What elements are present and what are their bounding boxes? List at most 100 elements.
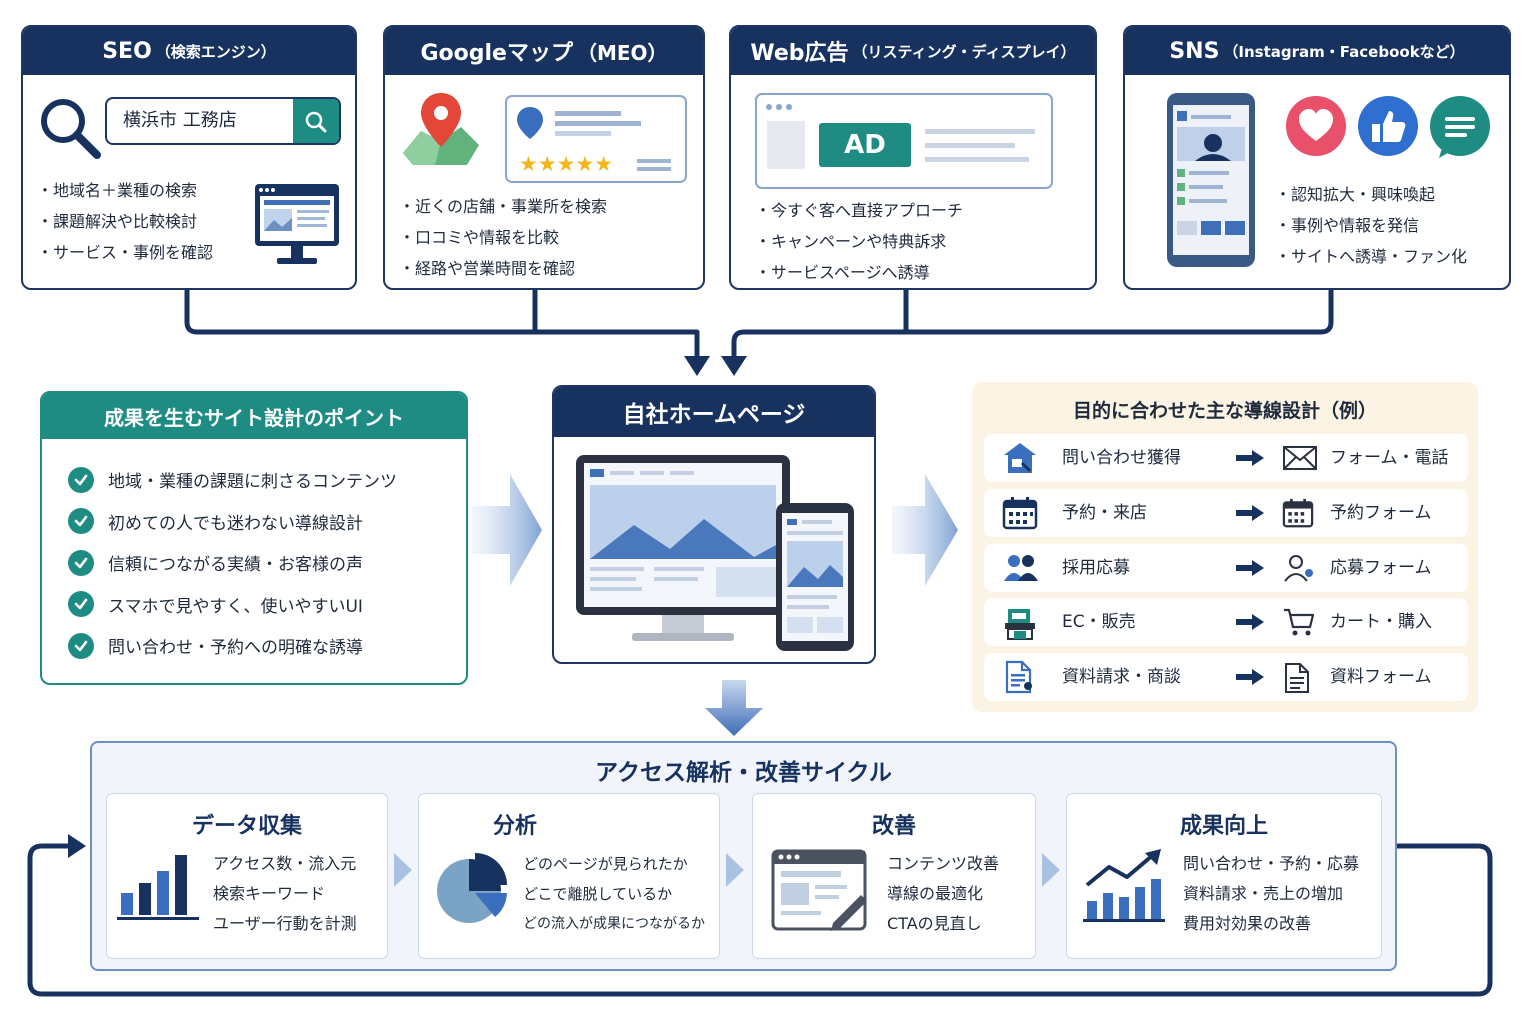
channel-ads-bullets: 今すぐ客へ直接アプローチ キャンペーンや特典訴求 サービスページへ誘導	[755, 195, 963, 288]
flow-goal: 予約・来店	[1062, 503, 1147, 523]
search-icon	[305, 111, 327, 133]
business-listing-card: ★★★★★	[505, 95, 687, 183]
channel-seo-header: SEO（検索エンジン）	[23, 27, 355, 75]
arrow-right-icon	[1236, 614, 1264, 630]
house-icon	[1004, 443, 1036, 473]
cycle-step-title: データ収集	[191, 814, 302, 839]
channel-sns-subtitle: （Instagram・Facebookなど）	[1223, 42, 1465, 61]
improvement-cycle-panel: アクセス解析・改善サイクル データ収集 アクセス数・流入元 検索キーワード ユー…	[90, 741, 1397, 971]
bullet: サービスページへ誘導	[755, 257, 963, 288]
cycle-line: どこで離脱しているか	[523, 885, 673, 903]
bullet: 事例や情報を発信	[1275, 210, 1467, 241]
people-icon	[1004, 555, 1038, 581]
flow-goal: EC・販売	[1062, 612, 1136, 632]
search-box[interactable]: 横浜市 工務店	[105, 97, 341, 145]
document-icon	[1005, 660, 1032, 694]
arrow-right-icon	[1236, 560, 1264, 576]
design-point-item: 地域・業種の課題に刺さるコンテンツ	[68, 459, 466, 501]
cycle-line: アクセス数・流入元	[213, 854, 357, 873]
bullet: 課題解決や比較検討	[37, 206, 213, 237]
design-point-text: 問い合わせ・予約への明確な誘導	[108, 638, 363, 659]
chevron-right-icon	[394, 853, 412, 887]
flow-target: 予約フォーム	[1330, 503, 1432, 523]
cycle-step-lines: 問い合わせ・予約・応募 資料請求・売上の増加 費用対効果の改善	[1183, 849, 1359, 939]
cycle-step-results: 成果向上 問い合わせ・予約・応募 資料請求・売上の増加 費用対効果の改善	[1066, 793, 1382, 959]
cycle-line: どのページが見られたか	[523, 855, 688, 873]
arrow-right-icon	[1236, 505, 1264, 521]
map-pin-icon	[403, 93, 479, 165]
design-point-item: 初めての人でも迷わない導線設計	[68, 501, 466, 543]
flow-row: 予約・来店 予約フォーム	[984, 489, 1468, 537]
design-point-item: 問い合わせ・予約への明確な誘導	[68, 625, 466, 667]
channel-sns-title: SNS	[1169, 38, 1220, 64]
thumbs-up-icon	[1358, 96, 1418, 156]
bullet: サービス・事例を確認	[37, 237, 213, 268]
cycle-line: 資料請求・売上の増加	[1183, 884, 1344, 903]
flow-design-panel: 目的に合わせた主な導線設計（例） 問い合わせ獲得 フォーム・電話 予約・来店 予…	[972, 382, 1478, 712]
ad-label: AD	[844, 130, 886, 160]
cycle-step-title: 改善	[871, 814, 916, 839]
monitor-icon	[255, 184, 339, 264]
arrow-right-icon	[1236, 450, 1264, 466]
channel-maps-header: Googleマップ（MEO）	[385, 27, 703, 75]
flow-row: 採用応募 応募フォーム	[984, 544, 1468, 592]
search-button[interactable]	[293, 99, 339, 143]
chat-bubble-icon	[1430, 96, 1490, 158]
channel-sns-bullets: 認知拡大・興味喚起 事例や情報を発信 サイトへ誘導・ファン化	[1275, 179, 1467, 272]
flow-row: 問い合わせ獲得 フォーム・電話	[984, 434, 1468, 482]
cycle-step-lines: コンテンツ改善 導線の最適化 CTAの見直し	[887, 849, 999, 939]
channel-maps-bullets: 近くの店舗・事業所を検索 口コミや情報を比較 経路や営業時間を確認	[399, 191, 607, 284]
pie-chart-icon	[437, 853, 507, 923]
smartphone-icon	[1167, 93, 1255, 267]
channel-ads-header: Web広告（リスティング・ディスプレイ）	[731, 27, 1095, 75]
check-icon	[68, 508, 94, 535]
flow-row: 資料請求・商談 資料フォーム	[984, 653, 1468, 701]
arrow-right-icon	[1236, 669, 1264, 685]
bullet: 今すぐ客へ直接アプローチ	[755, 195, 963, 226]
bullet: 認知拡大・興味喚起	[1275, 179, 1467, 210]
heart-icon	[1286, 96, 1346, 156]
bullet: 地域名＋業種の検索	[37, 175, 213, 206]
homepage-panel: 自社ホームページ	[552, 385, 876, 664]
design-point-item: スマホで見やすく、使いやすいUI	[68, 584, 466, 626]
channel-seo-title: SEO	[102, 38, 152, 64]
search-query: 横浜市 工務店	[123, 110, 237, 131]
design-point-item: 信頼につながる実績・お客様の声	[68, 542, 466, 584]
channel-maps-title: Googleマップ	[420, 41, 573, 66]
check-icon	[68, 549, 94, 576]
devices-illustration	[576, 455, 854, 651]
check-icon	[68, 632, 94, 659]
cycle-title: アクセス解析・改善サイクル	[595, 760, 892, 786]
cycle-line: 導線の最適化	[887, 884, 984, 903]
design-point-text: 信頼につながる実績・お客様の声	[108, 555, 363, 576]
bullet: 近くの店舗・事業所を検索	[399, 191, 607, 222]
flow-target: カート・購入	[1330, 612, 1432, 632]
flow-target: フォーム・電話	[1330, 448, 1449, 468]
design-point-text: スマホで見やすく、使いやすいUI	[108, 596, 363, 617]
cycle-step-title: 成果向上	[1179, 814, 1268, 839]
design-point-text: 初めての人でも迷わない導線設計	[108, 513, 363, 534]
check-icon	[68, 591, 94, 618]
bullet: キャンペーンや特典訴求	[755, 226, 963, 257]
cycle-line: コンテンツ改善	[887, 854, 1000, 873]
channel-web-ads: Web広告（リスティング・ディスプレイ） AD 今すぐ客へ直接アプローチ キャン…	[729, 25, 1097, 290]
flow-goal: 問い合わせ獲得	[1062, 448, 1181, 468]
channel-ads-subtitle: （リスティング・ディスプレイ）	[852, 42, 1076, 61]
cycle-step-lines: アクセス数・流入元 検索キーワード ユーザー行動を計測	[213, 849, 357, 939]
chevron-right-icon	[1042, 853, 1060, 887]
bullet: 経路や営業時間を確認	[399, 253, 607, 284]
shop-icon	[1005, 609, 1035, 640]
cycle-step-analysis: 分析 どのページが見られたか どこで離脱しているか どの流入が成果につながるか	[418, 793, 720, 959]
flow-row: EC・販売 カート・購入	[984, 598, 1468, 646]
document-icon	[1285, 663, 1309, 693]
edit-window-icon	[771, 849, 867, 931]
bullet: サイトへ誘導・ファン化	[1275, 241, 1467, 272]
chevron-right-icon	[726, 853, 744, 887]
calendar-icon	[1282, 498, 1314, 528]
design-points-panel: 成果を生むサイト設計のポイント 地域・業種の課題に刺さるコンテンツ 初めての人で…	[40, 391, 468, 685]
magnifier-icon	[41, 99, 101, 159]
channel-sns: SNS（Instagram・Facebookなど） 認知拡大・興味喚起 事例や情…	[1123, 25, 1511, 290]
cart-icon	[1284, 608, 1315, 636]
calendar-icon	[1002, 497, 1038, 530]
design-points-title: 成果を生むサイト設計のポイント	[42, 393, 466, 439]
